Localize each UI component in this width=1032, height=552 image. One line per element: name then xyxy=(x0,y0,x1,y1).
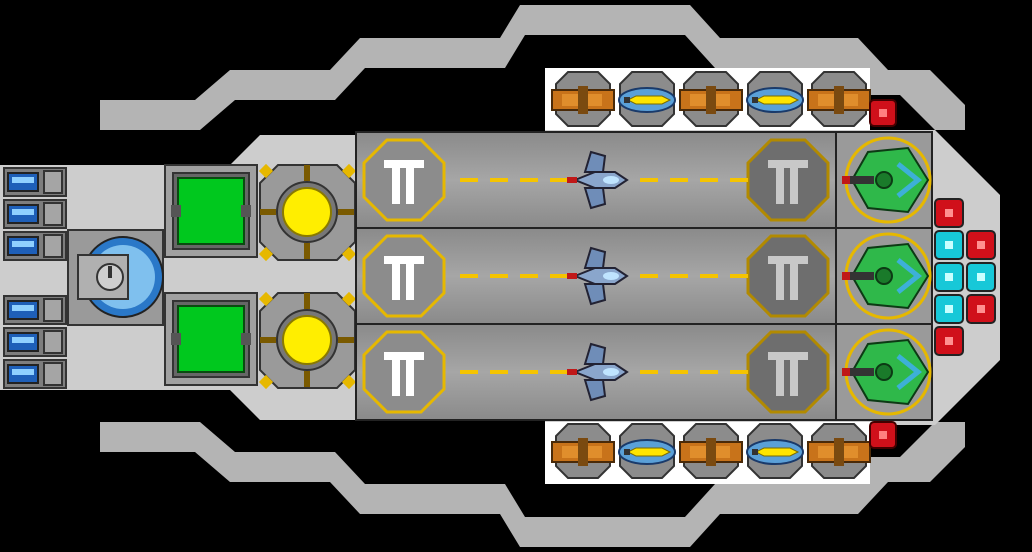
engine-icon[interactable] xyxy=(3,327,67,357)
weapon-row-top xyxy=(551,71,897,127)
missile-icon[interactable] xyxy=(618,423,676,479)
reactor-icon[interactable] xyxy=(164,292,258,386)
hull-rim-bottom xyxy=(100,422,965,547)
red-module-icon[interactable] xyxy=(869,99,897,127)
landing-pad-icon xyxy=(746,330,830,414)
landing-pad-icon xyxy=(746,138,830,222)
fighter-icon[interactable] xyxy=(567,342,629,402)
reactor-group xyxy=(164,163,357,390)
plasma-turret-icon[interactable] xyxy=(842,232,932,320)
hull-rim-top xyxy=(100,5,965,130)
thruster-icon[interactable] xyxy=(258,291,357,390)
engine-icon[interactable] xyxy=(3,167,67,197)
cyan-module-icon[interactable] xyxy=(934,262,964,292)
engine-icon[interactable] xyxy=(3,199,67,229)
runway-line xyxy=(460,370,748,374)
thruster-icon[interactable] xyxy=(258,163,357,262)
missile-icon[interactable] xyxy=(746,71,804,127)
launch-pad-icon xyxy=(362,330,446,414)
engine-icon[interactable] xyxy=(3,231,67,261)
fighter-icon[interactable] xyxy=(567,246,629,306)
runway-line xyxy=(460,178,748,182)
red-module-icon[interactable] xyxy=(934,326,964,356)
launch-pad-icon xyxy=(362,234,446,318)
nose-modules xyxy=(934,198,996,356)
runway-line xyxy=(460,274,748,278)
engine-icon[interactable] xyxy=(3,295,67,325)
fighter-icon[interactable] xyxy=(567,150,629,210)
shield-core-icon[interactable] xyxy=(67,229,164,326)
engine-icon[interactable] xyxy=(3,359,67,389)
hangar-bay-top[interactable] xyxy=(355,131,933,229)
missile-icon[interactable] xyxy=(746,423,804,479)
cyan-module-icon[interactable] xyxy=(966,262,996,292)
red-module-icon[interactable] xyxy=(966,230,996,260)
cannon-icon[interactable] xyxy=(679,423,743,479)
reactor-icon[interactable] xyxy=(164,164,258,258)
red-module-icon[interactable] xyxy=(869,421,897,449)
engine-bank xyxy=(3,167,67,389)
landing-pad-icon xyxy=(746,234,830,318)
cannon-icon[interactable] xyxy=(551,423,615,479)
missile-icon[interactable] xyxy=(618,71,676,127)
hangar-bays xyxy=(355,131,933,421)
plasma-turret-icon[interactable] xyxy=(842,136,932,224)
weapon-rows xyxy=(551,71,897,479)
red-module-icon[interactable] xyxy=(966,294,996,324)
cyan-module-icon[interactable] xyxy=(934,294,964,324)
weapon-row-bottom xyxy=(551,421,897,479)
plasma-turret-icon[interactable] xyxy=(842,328,932,416)
cyan-module-icon[interactable] xyxy=(934,230,964,260)
hangar-bay-bottom[interactable] xyxy=(355,323,933,421)
cannon-icon[interactable] xyxy=(807,423,871,479)
red-module-icon[interactable] xyxy=(934,198,964,228)
cannon-icon[interactable] xyxy=(807,71,871,127)
hangar-bay-middle[interactable] xyxy=(355,227,933,325)
cannon-icon[interactable] xyxy=(551,71,615,127)
cannon-icon[interactable] xyxy=(679,71,743,127)
launch-pad-icon xyxy=(362,138,446,222)
